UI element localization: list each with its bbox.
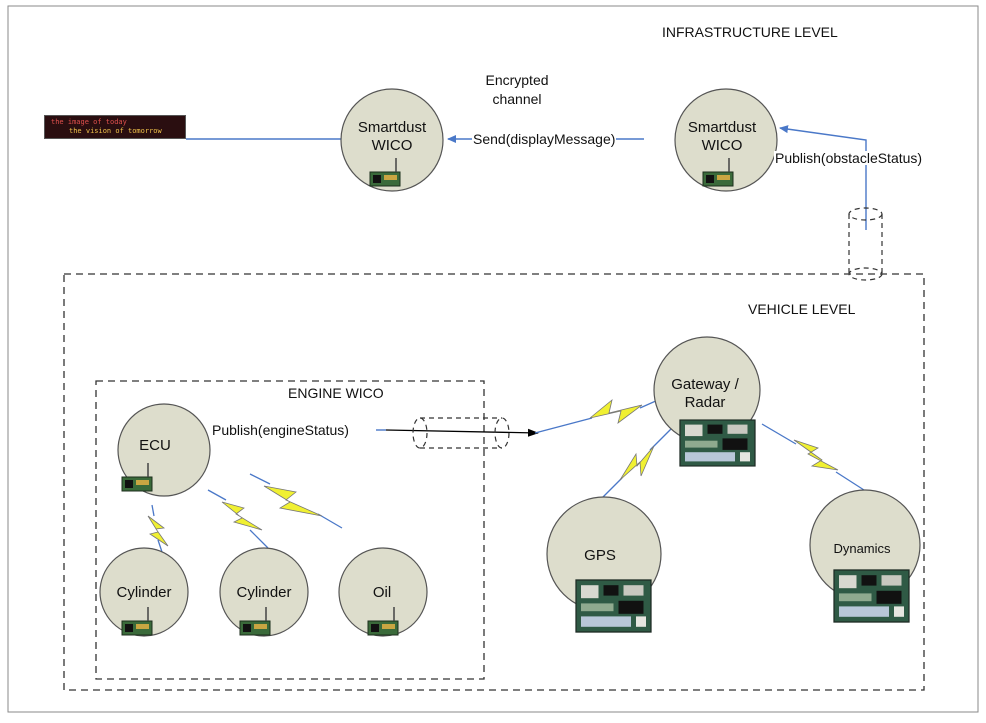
horizontal-channel-cylinder <box>412 417 510 449</box>
dynamics-label: Dynamics <box>833 541 891 556</box>
lightning-ecu-cylinder1-link <box>147 504 169 553</box>
smartdust-right-label-line2: WICO <box>701 137 743 154</box>
smartdust-left-label-line2: WICO <box>371 137 413 154</box>
gps-board-image <box>575 579 652 633</box>
smartdust-wico-right-node <box>674 88 778 192</box>
infrastructure-level-label: INFRASTRUCTURE LEVEL <box>662 24 838 40</box>
lightning-gps-link <box>601 427 673 499</box>
dynamics-board-image <box>833 569 910 623</box>
cylinder-2-label: Cylinder <box>236 584 292 601</box>
publish-engine-status-label: Publish(engineStatus) <box>212 422 349 438</box>
cylinder-1-label: Cylinder <box>116 584 172 601</box>
smartdust-wico-left-node <box>340 88 444 192</box>
publish-obstacle-status-label: Publish(obstacleStatus) <box>774 150 924 166</box>
engine-wico-label: ENGINE WICO <box>288 385 384 401</box>
encrypted-label-line1: Encrypted <box>485 72 549 88</box>
sign-line-1: the image of today <box>51 118 127 126</box>
ecu-label: ECU <box>139 437 171 454</box>
vehicle-level-boundary <box>63 273 925 691</box>
vertical-channel-cylinder <box>848 207 883 281</box>
send-display-message-label: Send(displayMessage) <box>472 131 617 147</box>
gateway-label-line2: Radar <box>684 394 726 411</box>
publish-obstacle-status-arrow <box>779 125 867 230</box>
oil-node <box>338 547 428 637</box>
sign-line-2: the vision of tomorrow <box>69 127 162 135</box>
lightning-dynamics-link <box>761 423 865 491</box>
gps-label: GPS <box>584 547 616 564</box>
smartdust-right-label-line1: Smartdust <box>687 119 757 136</box>
engine-wico-boundary <box>95 380 485 680</box>
encrypted-label-line2: channel <box>492 91 542 107</box>
led-display-sign: the image of today the vision of tomorro… <box>44 115 186 139</box>
lightning-ecu-oil-link <box>249 473 343 529</box>
ecu-node <box>117 403 211 497</box>
vehicle-level-label: VEHICLE LEVEL <box>748 301 856 317</box>
smartdust-left-label-line1: Smartdust <box>357 119 427 136</box>
gateway-board-image <box>679 419 756 467</box>
publish-engine-status-arrow <box>385 428 539 437</box>
cylinder-1-node <box>99 547 189 637</box>
oil-label: Oil <box>372 584 392 601</box>
cylinder-2-node <box>219 547 309 637</box>
lightning-ecu-cylinder2-link <box>207 489 269 549</box>
outer-frame <box>7 5 979 713</box>
gateway-label-line1: Gateway / <box>671 376 739 393</box>
